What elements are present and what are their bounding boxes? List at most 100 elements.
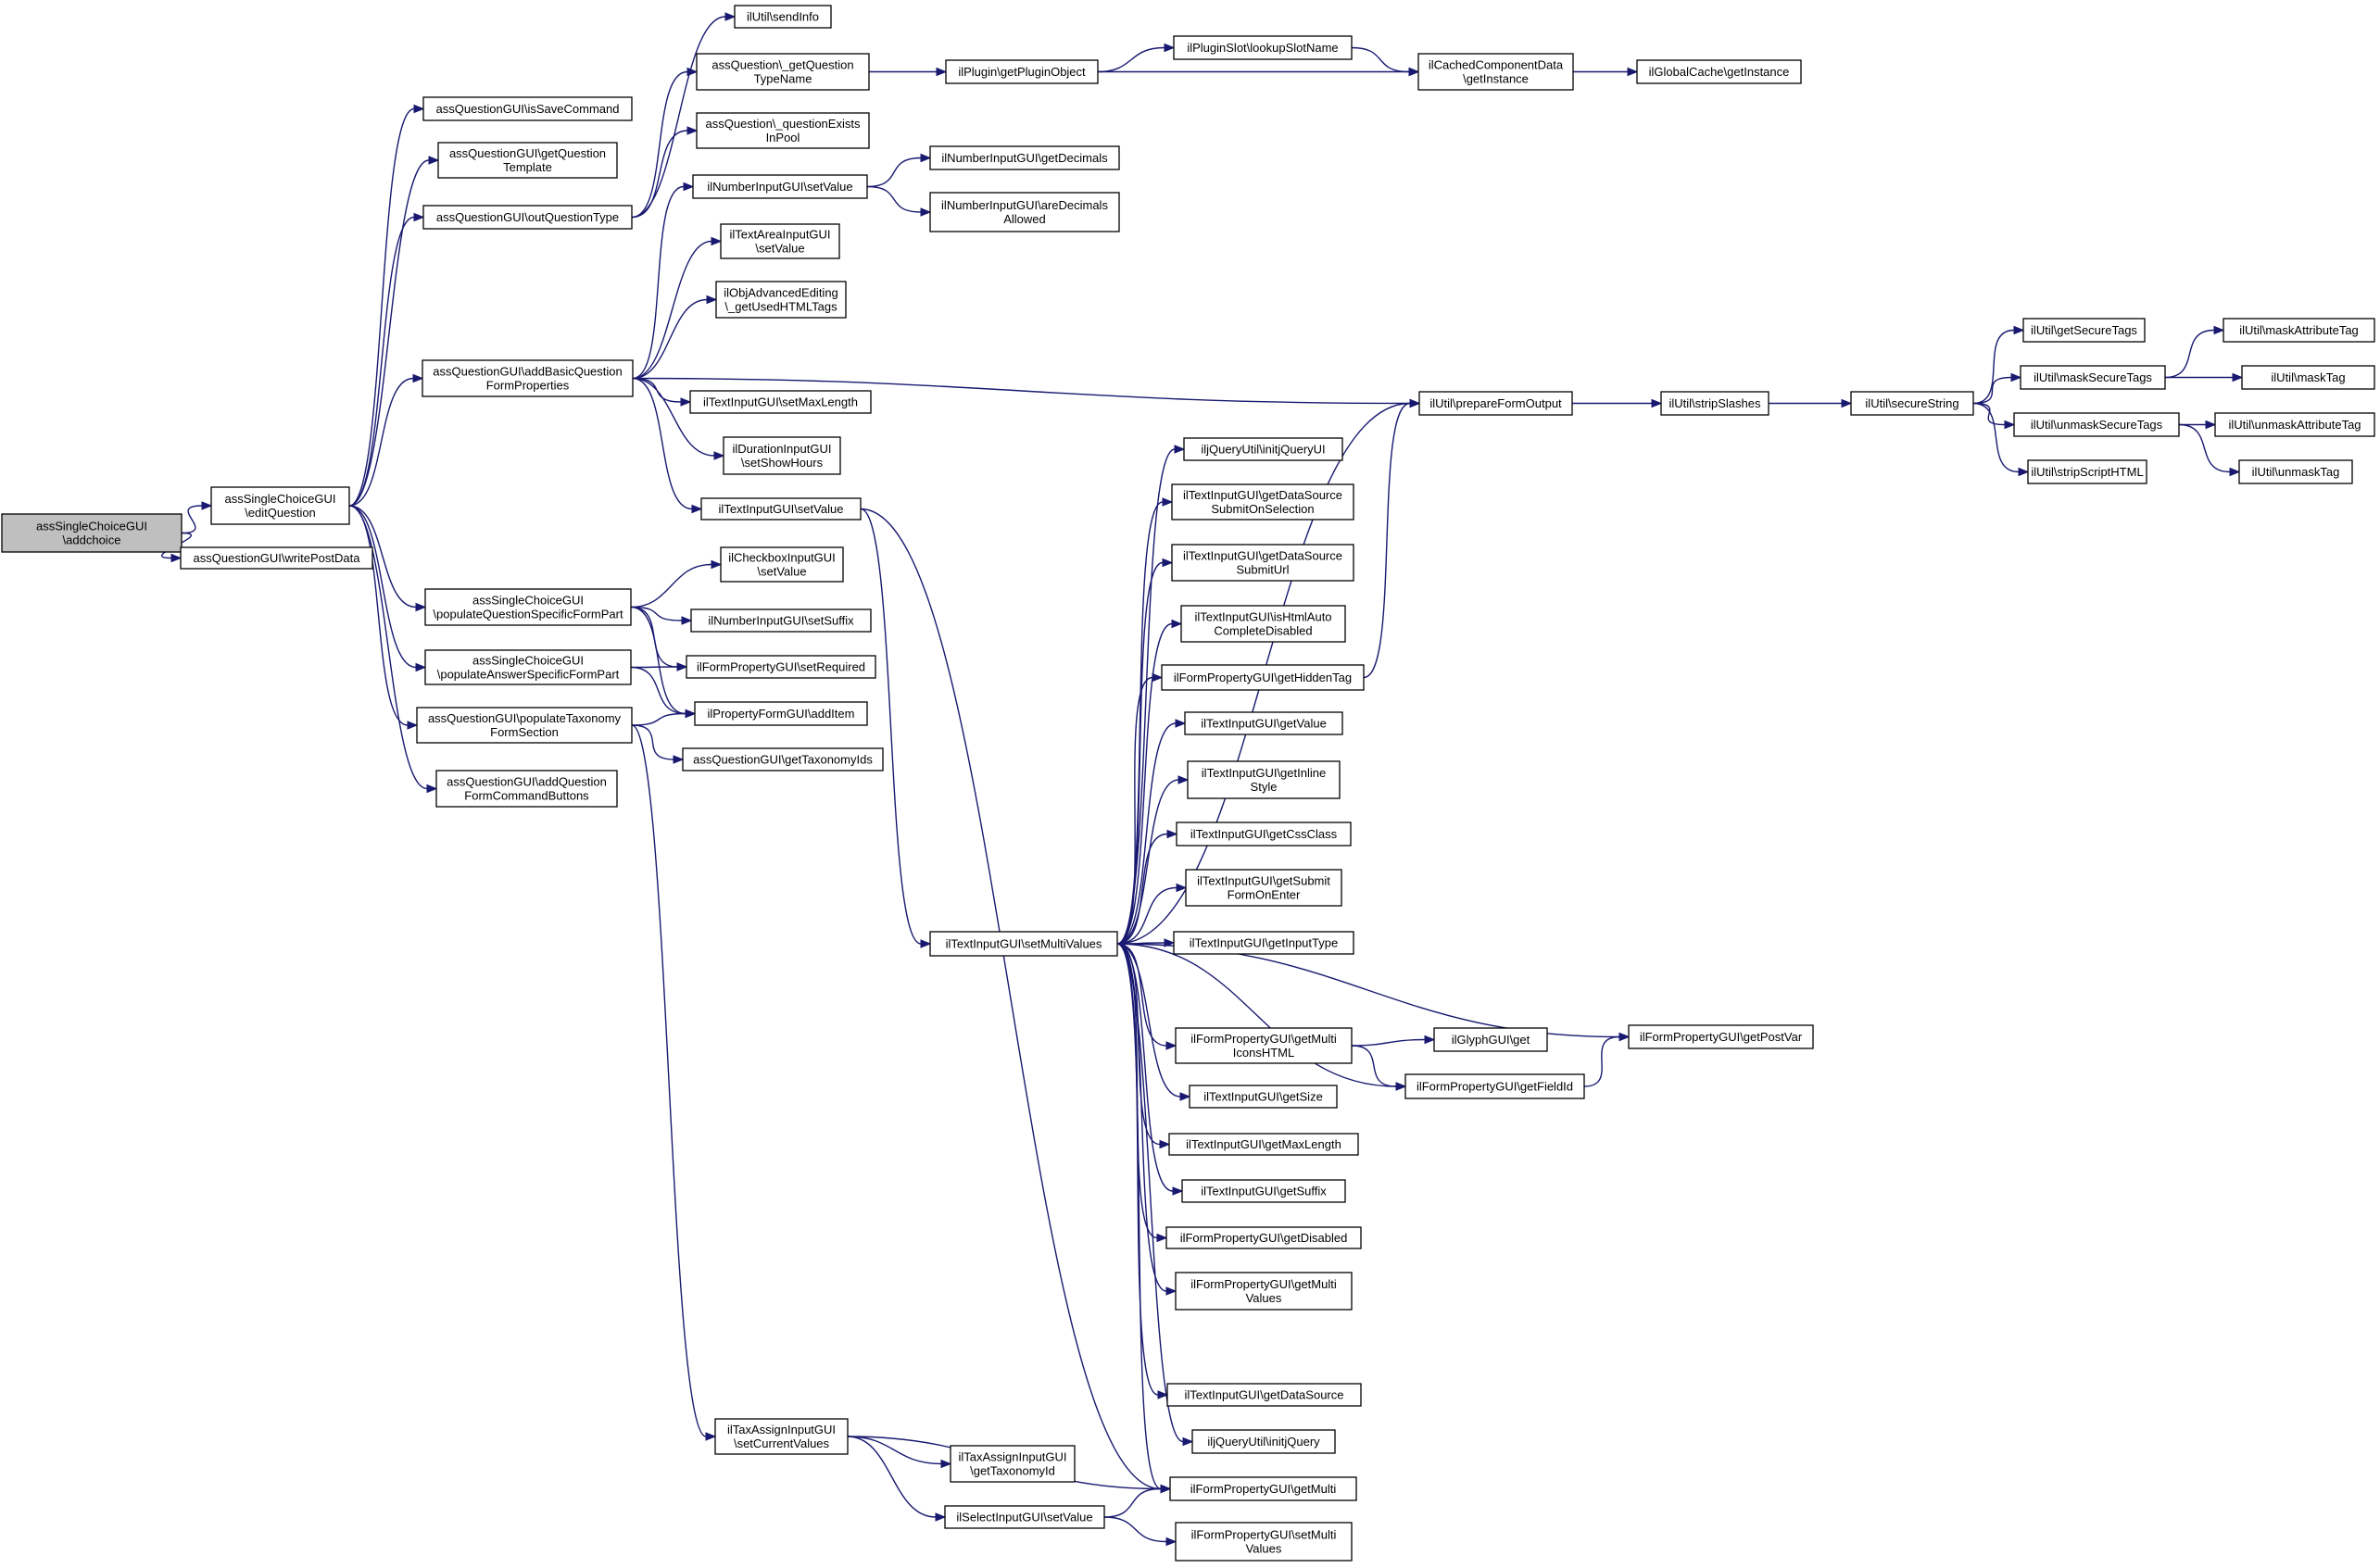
arrowhead-icon: [706, 295, 718, 305]
node-label: assQuestionGUI\addQuestion: [447, 775, 607, 789]
function-node-root[interactable]: assSingleChoiceGUI\addchoice: [1, 513, 183, 553]
node-label: \getInstance: [1463, 72, 1529, 86]
node-box: [2020, 365, 2166, 390]
node-box: [1173, 931, 1354, 955]
function-node-setRequired[interactable]: ilFormPropertyGUI\setRequired: [686, 655, 876, 679]
node-label: \editQuestion: [245, 506, 316, 520]
node-box: [1181, 1179, 1346, 1203]
call-edge-editQuestion-to-isSaveCommand: [348, 107, 415, 507]
call-edge-addBasicQuestionFormProperties-to-prepareFormOutput: [632, 377, 1411, 405]
function-node-editQuestion[interactable]: assSingleChoiceGUI\editQuestion: [210, 486, 350, 525]
function-node-checkboxSetValue[interactable]: ilCheckboxInputGUI\setValue: [720, 546, 844, 583]
function-node-unmaskTag[interactable]: ilUtil\unmaskTag: [2238, 459, 2353, 484]
arrowhead-icon: [681, 616, 693, 625]
arrowhead-icon: [1152, 672, 1164, 683]
function-node-maskAttributeTag[interactable]: ilUtil\maskAttributeTag: [2223, 318, 2375, 343]
function-node-addQuestionFormCommandButtons[interactable]: assQuestionGUI\addQuestionFormCommandBut…: [435, 770, 618, 808]
function-node-maskTag[interactable]: ilUtil\maskTag: [2241, 365, 2375, 390]
call-edge-editQuestion-to-addBasicQuestionFormProperties: [348, 377, 414, 507]
function-node-getHiddenTag[interactable]: ilFormPropertyGUI\getHiddenTag: [1161, 664, 1365, 691]
function-node-getDataSourceSubmitOnSelection[interactable]: ilTextInputGUI\getDataSourceSubmitOnSele…: [1171, 483, 1354, 521]
function-node-getInputType[interactable]: ilTextInputGUI\getInputType: [1173, 931, 1354, 955]
node-box: [1175, 1027, 1353, 1064]
function-node-getMaxLength[interactable]: ilTextInputGUI\getMaxLength: [1168, 1133, 1359, 1156]
function-node-getDecimals[interactable]: ilNumberInputGUI\getDecimals: [929, 145, 1120, 170]
function-node-textGetValue[interactable]: ilTextInputGUI\getValue: [1184, 711, 1343, 735]
function-node-isSaveCommand[interactable]: assQuestionGUI\isSaveCommand: [422, 96, 633, 121]
call-edge-getFieldId-to-getPostVar: [1583, 1035, 1620, 1087]
function-node-getPluginObject[interactable]: ilPlugin\getPluginObject: [945, 59, 1099, 84]
function-node-selectSetValue[interactable]: ilSelectInputGUI\setValue: [944, 1505, 1105, 1529]
function-node-outQuestionType[interactable]: assQuestionGUI\outQuestionType: [422, 205, 633, 230]
function-node-prepareFormOutput[interactable]: ilUtil\prepareFormOutput: [1418, 391, 1573, 416]
function-node-writePostData[interactable]: assQuestionGUI\writePostData: [180, 546, 373, 570]
node-box: [929, 931, 1118, 957]
function-node-globalCacheGetInstance[interactable]: ilGlobalCache\getInstance: [1636, 59, 1802, 84]
function-node-numberSetValue[interactable]: ilNumberInputGUI\setValue: [692, 174, 868, 199]
call-edge-secureString-to-unmaskSecureTags: [1972, 402, 2006, 426]
function-node-lookupSlotName[interactable]: ilPluginSlot\lookupSlotName: [1173, 35, 1353, 60]
function-node-glyphGet[interactable]: ilGlyphGUI\get: [1433, 1027, 1548, 1052]
function-node-secureString[interactable]: ilUtil\secureString: [1850, 391, 1974, 416]
function-node-setMultiValues[interactable]: ilTextInputGUI\setMultiValues: [929, 931, 1118, 957]
node-label: TypeName: [754, 72, 812, 86]
function-node-getSuffix[interactable]: ilTextInputGUI\getSuffix: [1181, 1179, 1346, 1203]
node-label: ilFormPropertyGUI\getMulti: [1190, 1277, 1337, 1291]
function-node-addBasicQuestionFormProperties[interactable]: assQuestionGUI\addBasicQuestionFormPrope…: [422, 359, 634, 397]
function-node-taxGetTaxonomyId[interactable]: ilTaxAssignInputGUI\getTaxonomyId: [950, 1445, 1076, 1483]
function-node-sendInfo[interactable]: ilUtil\sendInfo: [734, 5, 832, 29]
function-node-stripSlashes[interactable]: ilUtil\stripSlashes: [1660, 391, 1769, 416]
node-box: [1171, 544, 1354, 582]
arrowhead-icon: [1177, 775, 1190, 784]
function-node-getTaxonomyIds[interactable]: assQuestionGUI\getTaxonomyIds: [682, 747, 884, 771]
arrowhead-icon: [1160, 1484, 1172, 1494]
function-node-durationSetShowHours[interactable]: ilDurationInputGUI\setShowHours: [723, 436, 841, 475]
function-node-unmaskSecureTags[interactable]: ilUtil\unmaskSecureTags: [2013, 412, 2180, 437]
call-edge-setMultiValues-to-getInlineStyle: [1116, 779, 1179, 945]
function-node-textAreaSetValue[interactable]: ilTextAreaInputGUI\setValue: [720, 223, 840, 259]
function-node-populateAnswerSpecificFormPart[interactable]: assSingleChoiceGUI\populateAnswerSpecifi…: [424, 649, 632, 685]
node-label: assSingleChoiceGUI: [36, 520, 147, 533]
function-node-getPostVar[interactable]: ilFormPropertyGUI\getPostVar: [1628, 1024, 1814, 1049]
function-node-initjQueryUI[interactable]: iljQueryUtil\initjQueryUI: [1183, 437, 1343, 461]
call-edge-getHiddenTag-to-prepareFormOutput: [1363, 402, 1411, 679]
function-node-getFieldId[interactable]: ilFormPropertyGUI\getFieldId: [1404, 1073, 1585, 1099]
function-node-textSetValue[interactable]: ilTextInputGUI\setValue: [700, 497, 862, 521]
function-node-initjQuery[interactable]: iljQueryUtil\initjQuery: [1191, 1429, 1336, 1454]
node-box: [1189, 1085, 1338, 1109]
function-node-unmaskAttributeTag[interactable]: ilUtil\unmaskAttributeTag: [2214, 412, 2375, 437]
function-node-isHtmlAutoCompleteDisabled[interactable]: ilTextInputGUI\isHtmlAutoCompleteDisable…: [1180, 605, 1346, 643]
function-node-getDisabled[interactable]: ilFormPropertyGUI\getDisabled: [1165, 1226, 1362, 1249]
node-label: ilFormPropertyGUI\getMulti: [1190, 1032, 1337, 1046]
function-node-taxSetCurrentValues[interactable]: ilTaxAssignInputGUI\setCurrentValues: [714, 1418, 849, 1455]
call-edge-secureString-to-stripScriptHTML: [1972, 402, 2020, 473]
function-node-setMultiValuesFP[interactable]: ilFormPropertyGUI\setMultiValues: [1175, 1522, 1353, 1562]
function-node-getMulti[interactable]: ilFormPropertyGUI\getMulti: [1169, 1476, 1357, 1501]
function-node-populateQuestionSpecificFormPart[interactable]: assSingleChoiceGUI\populateQuestionSpeci…: [424, 588, 632, 626]
function-node-addItem[interactable]: ilPropertyFormGUI\addItem: [694, 701, 868, 726]
function-node-textSetMaxLength[interactable]: ilTextInputGUI\setMaxLength: [689, 390, 872, 414]
function-node-maskSecureTags[interactable]: ilUtil\maskSecureTags: [2020, 365, 2166, 390]
function-node-getDataSource[interactable]: ilTextInputGUI\getDataSource: [1166, 1383, 1362, 1407]
function-node-getSecureTags[interactable]: ilUtil\getSecureTags: [2022, 318, 2146, 343]
function-node-populateTaxonomyFormSection[interactable]: assQuestionGUI\populateTaxonomyFormSecti…: [416, 707, 633, 744]
function-node-cachedGetInstance[interactable]: ilCachedComponentData\getInstance: [1417, 53, 1574, 91]
call-edge-numberSetValue-to-areDecimalsAllowed: [866, 185, 922, 213]
function-node-getCssClass[interactable]: ilTextInputGUI\getCssClass: [1176, 822, 1352, 847]
node-box: [1171, 483, 1354, 521]
function-node-getUsedHTMLTags[interactable]: ilObjAdvancedEditing\_getUsedHTMLTags: [715, 281, 847, 319]
function-node-numberSetSuffix[interactable]: ilNumberInputGUI\setSuffix: [690, 608, 872, 633]
node-box: [1850, 391, 1974, 416]
function-node-stripScriptHTML[interactable]: ilUtil\stripScriptHTML: [2027, 459, 2147, 484]
node-label: iljQueryUtil\initjQuery: [1207, 1435, 1320, 1449]
function-node-getSize[interactable]: ilTextInputGUI\getSize: [1189, 1085, 1338, 1109]
